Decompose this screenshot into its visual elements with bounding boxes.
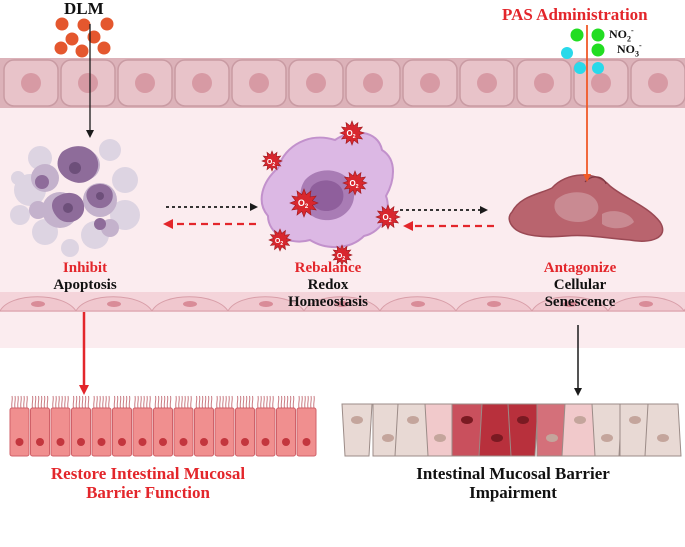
damaged-cell	[341, 403, 373, 457]
restore-line-2: Barrier Function	[86, 483, 210, 503]
antagonize-senescence-label: Antagonize Cellular Senescence	[520, 260, 640, 310]
rebalance-text: Rebalance	[294, 260, 362, 276]
senescence-text: Senescence	[544, 293, 616, 310]
nitrate-label: NO3-	[617, 41, 642, 59]
homeostasis-text: Homeostasis	[288, 293, 368, 310]
ros-star	[342, 170, 368, 196]
dlm-particles	[54, 17, 114, 58]
ros-star	[261, 150, 283, 172]
ros-star	[331, 244, 353, 266]
ros-label: O2	[346, 129, 355, 140]
healthy-epithelium	[9, 395, 317, 457]
healthy-cell	[91, 407, 112, 457]
dlm-label: DLM	[64, 0, 104, 18]
healthy-cell	[214, 407, 235, 457]
healthy-cell	[194, 407, 214, 457]
ros-star	[289, 188, 319, 218]
arrows	[79, 24, 591, 396]
healthy-cell	[132, 407, 153, 457]
healthy-cell	[112, 407, 132, 457]
ros-star	[339, 120, 365, 146]
apoptosis-text: Apoptosis	[53, 276, 117, 293]
barrier-impairment-label: Intestinal Mucosal Barrier Impairment	[380, 464, 646, 502]
apoptotic-cell-cluster	[10, 139, 140, 257]
damaged-cell	[591, 403, 623, 457]
pas-administration-label: PAS Administration	[502, 5, 648, 24]
damaged-cell	[507, 403, 539, 457]
antagonize-text: Antagonize	[543, 260, 617, 276]
inhibit-text: Inhibit	[62, 260, 108, 276]
healthy-cell	[276, 407, 296, 457]
ros-label: O2	[382, 213, 391, 224]
rebalance-redox-label: Rebalance Redox Homeostasis	[258, 260, 398, 310]
top-epithelial-layer	[0, 58, 685, 108]
healthy-cell	[153, 407, 173, 457]
ros-star	[375, 204, 401, 230]
damaged-epithelium	[341, 403, 682, 457]
healthy-cell	[235, 407, 255, 457]
nitrite-nitrate-dots	[561, 28, 605, 74]
ros-label: O2	[298, 198, 309, 210]
nitrite-label: NO2-	[609, 26, 634, 44]
healthy-cell	[50, 407, 71, 457]
healthy-cell	[30, 407, 50, 457]
healthy-cell	[173, 407, 194, 457]
middle-cell-layer	[0, 292, 685, 312]
inhibit-apoptosis-label: Inhibit Apoptosis	[40, 260, 130, 294]
healthy-cell	[296, 407, 317, 457]
senescent-cell	[508, 174, 664, 242]
ros-label: O2	[337, 253, 345, 262]
ros-label: O2	[275, 238, 283, 247]
redox-text: Redox	[307, 276, 349, 293]
ros-label: O2	[267, 159, 275, 168]
damaged-cell	[424, 403, 456, 457]
impairment-line-1: Intestinal Mucosal Barrier	[416, 464, 610, 483]
restore-line-1: Restore Intestinal Mucosal	[50, 464, 246, 483]
impairment-line-2: Impairment	[469, 483, 557, 503]
cellular-text: Cellular	[553, 276, 607, 293]
ros-star	[268, 228, 292, 252]
healthy-cell	[9, 407, 30, 457]
ros-label: O2	[349, 179, 358, 190]
damaged-cell	[451, 403, 483, 457]
damaged-cell	[644, 403, 682, 457]
healthy-cell	[255, 407, 276, 457]
restore-barrier-label: Restore Intestinal Mucosal Barrier Funct…	[10, 464, 286, 502]
healthy-cell	[71, 407, 91, 457]
